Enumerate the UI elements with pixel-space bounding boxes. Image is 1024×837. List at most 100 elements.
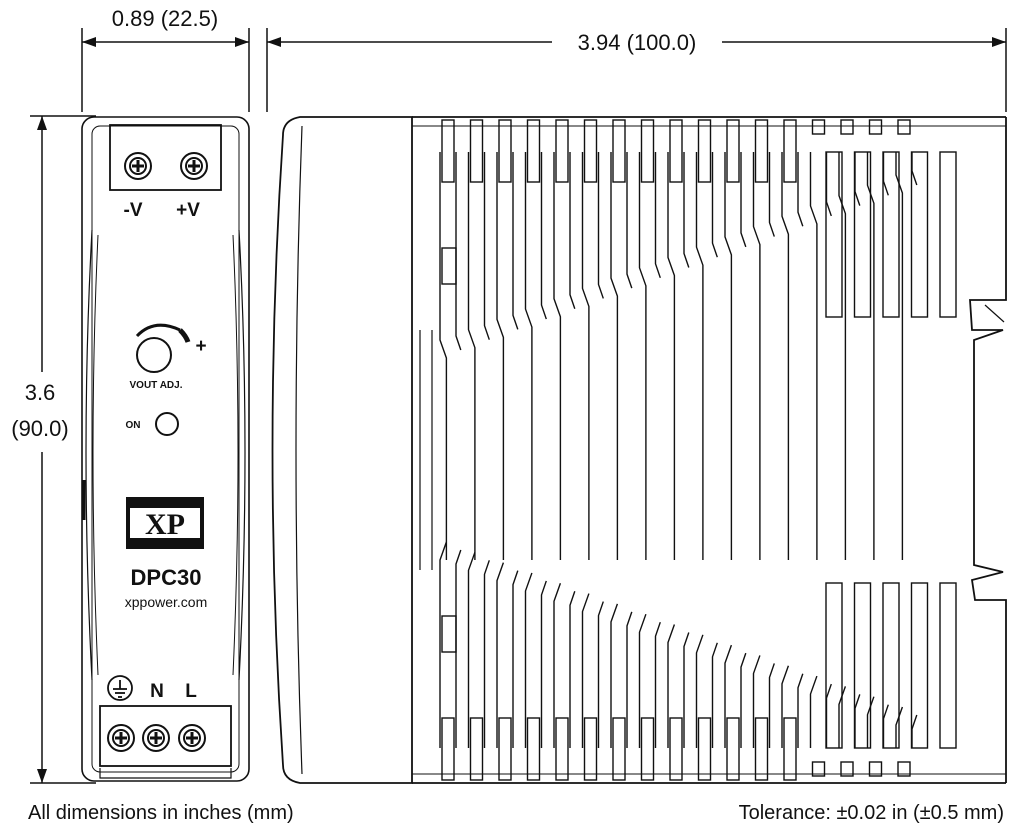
vent-fin: [667, 152, 690, 560]
height-dimension-in: 3.6: [25, 380, 56, 405]
on-led-label: ON: [126, 420, 141, 431]
vent-fin: [752, 152, 775, 560]
vent-fin: [439, 152, 462, 560]
vent-slot: [853, 582, 872, 749]
vent-slot: [939, 582, 957, 749]
vent-fin: [695, 634, 718, 748]
svg-text:XP: XP: [145, 508, 185, 541]
vent-slot: [882, 151, 900, 318]
vent-fin: [496, 562, 519, 748]
vent-slot: [825, 151, 843, 318]
terminal-n-label: N: [150, 681, 164, 702]
vent-slot: [669, 119, 683, 183]
vent-slot: [640, 717, 655, 781]
screw-icon: [142, 724, 170, 752]
terminal-l-label: L: [185, 681, 197, 702]
vent-slot: [583, 119, 598, 183]
vent-fin: [467, 552, 490, 748]
vent-slot: [910, 151, 929, 318]
vent-slot: [897, 761, 911, 777]
vent-slot: [726, 119, 740, 183]
vent-slot: [868, 761, 883, 777]
vent-fin: [724, 644, 747, 748]
screw-icon: [107, 724, 135, 752]
vent-slot: [825, 582, 843, 749]
ground-icon: [107, 675, 133, 701]
vent-slot: [640, 119, 655, 183]
bottom-terminal-screws: [107, 724, 206, 752]
vout-adjust-plus: +: [195, 336, 206, 357]
vent-slot: [811, 761, 826, 777]
vout-adjust-label: VOUT ADJ.: [130, 380, 183, 391]
vent-fin: [809, 152, 832, 560]
height-dimension-mm: (90.0): [11, 416, 68, 441]
vout-adjust-knob: [135, 323, 191, 373]
vent-slot: [555, 119, 569, 183]
top-terminal-screws: [124, 152, 208, 180]
vent-slot: [669, 717, 683, 781]
screw-icon: [124, 152, 152, 180]
vent-fin: [467, 152, 490, 560]
vent-fin: [695, 152, 718, 560]
vent-slot: [469, 119, 484, 183]
vent-fin: [439, 541, 462, 748]
screw-icon: [180, 152, 208, 180]
width-dimension: 0.89 (22.5): [112, 6, 218, 31]
front-view: [81, 116, 250, 782]
dimension-arrows: [37, 37, 1006, 783]
vent-slot: [555, 717, 569, 781]
vent-slot: [498, 717, 512, 781]
vent-slot: [868, 119, 883, 135]
vent-slot: [939, 151, 957, 318]
vent-slot: [882, 582, 900, 749]
vent-fin: [553, 583, 576, 748]
vent-slot: [840, 761, 854, 777]
vent-slot: [897, 119, 911, 135]
vent-slot: [811, 119, 826, 135]
vent-fin: [496, 152, 519, 560]
vent-fin: [667, 624, 690, 748]
vent-slot: [526, 717, 541, 781]
website: xppower.com: [125, 594, 207, 610]
vent-slot: [583, 717, 598, 781]
vent-slot: [498, 119, 512, 183]
vent-slot: [526, 119, 541, 183]
vent-fin: [581, 593, 604, 748]
terminal-minus-v-label: -V: [124, 200, 143, 221]
vent-fin: [724, 152, 747, 560]
vent-slot: [853, 151, 872, 318]
vent-fin: [610, 603, 633, 748]
ventilation-fins: [439, 119, 957, 781]
terminal-plus-v-label: +V: [176, 200, 200, 221]
vent-fin: [781, 152, 804, 560]
vent-slot: [441, 119, 455, 183]
on-led-indicator: [155, 412, 179, 436]
depth-dimension: 3.94 (100.0): [578, 30, 697, 55]
vent-slot: [697, 717, 712, 781]
vent-fin: [581, 152, 604, 560]
vent-slot: [697, 119, 712, 183]
vent-fin: [524, 572, 547, 748]
vent-slot: [783, 717, 797, 781]
vent-slot: [726, 717, 740, 781]
vent-slot: [754, 119, 769, 183]
tolerance-note: Tolerance: ±0.02 in (±0.5 mm): [739, 802, 1004, 824]
vent-fin: [752, 655, 775, 748]
vent-fin: [610, 152, 633, 560]
vent-slot: [612, 717, 626, 781]
vent-fin: [553, 152, 576, 560]
screw-icon: [178, 724, 206, 752]
vent-slot: [840, 119, 854, 135]
xp-logo: XP: [126, 497, 204, 549]
vent-fin: [781, 665, 804, 748]
vent-slot: [612, 119, 626, 183]
vent-fin: [638, 613, 661, 748]
vent-slot: [910, 582, 929, 749]
vent-slot: [469, 717, 484, 781]
model-name: DPC30: [131, 565, 202, 590]
vent-fin: [809, 675, 832, 748]
units-note: All dimensions in inches (mm): [28, 802, 294, 824]
vent-slot: [783, 119, 797, 183]
